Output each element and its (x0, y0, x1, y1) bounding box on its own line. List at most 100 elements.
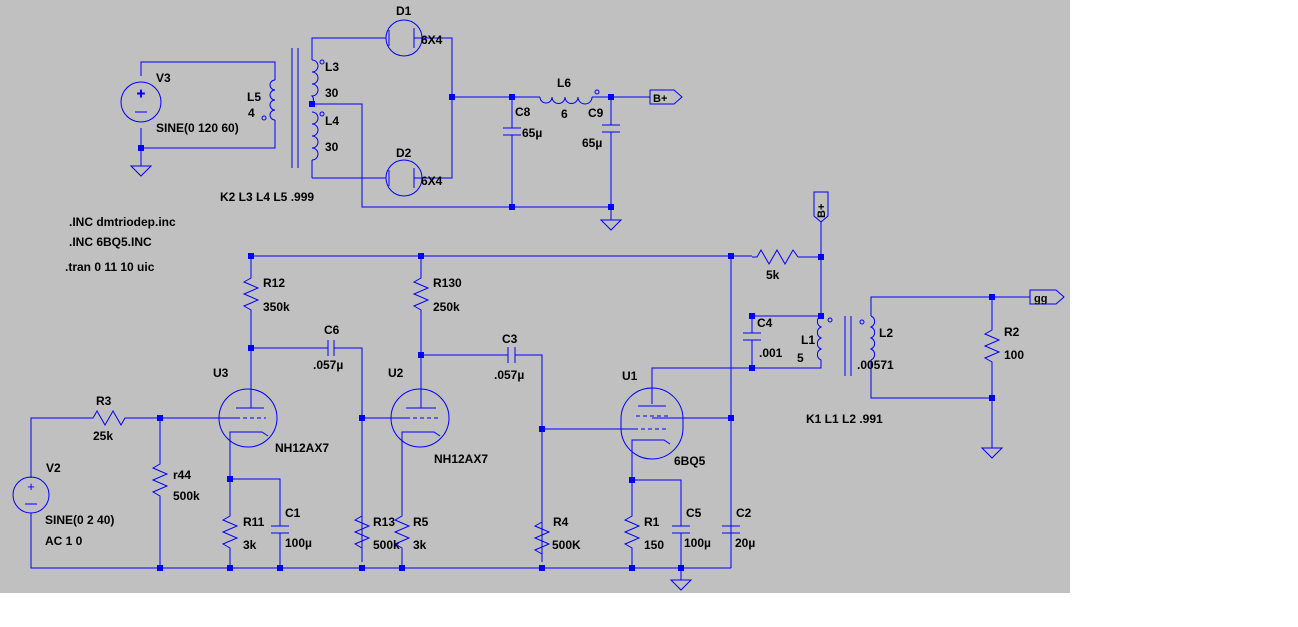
resistor-r44[interactable]: r44 500k (151, 458, 200, 506)
v3-source[interactable]: + V3 SINE(0 120 60) (120, 71, 239, 135)
u1-model: 6BQ5 (674, 454, 706, 468)
r13-value: 500k (373, 538, 400, 552)
r13-name: R13 (373, 515, 395, 529)
diode-d1[interactable]: D1 6X4 (385, 4, 443, 57)
junction-dot (749, 365, 755, 371)
capacitor-c5[interactable]: C5 100µ (672, 506, 711, 550)
junction-dot (277, 565, 283, 571)
directive-k1[interactable]: K1 L1 L2 .991 (806, 412, 883, 426)
r3-value: 25k (93, 429, 113, 443)
junction-dot (418, 253, 424, 259)
r11-name: R11 (243, 515, 265, 529)
tube-u3[interactable]: U3 NH12AX7 (213, 366, 329, 455)
capacitor-c4[interactable]: C4 .001 (743, 316, 783, 360)
junction-dot (608, 204, 614, 210)
junction-dot (539, 565, 545, 571)
junction-dot (138, 145, 144, 151)
net-flag-gg[interactable]: gg (1029, 289, 1065, 305)
directive-inc2[interactable]: .INC 6BQ5.INC (69, 235, 152, 249)
r12-value: 350k (263, 300, 290, 314)
junction-dot (359, 565, 365, 571)
r5-name: R5 (413, 515, 429, 529)
v2-name: V2 (46, 461, 61, 475)
r5-value: 3k (413, 538, 427, 552)
v2-value: SINE(0 2 40) (45, 513, 114, 527)
capacitor-c1[interactable]: C1 100µ (271, 506, 312, 550)
u1-name: U1 (622, 369, 638, 383)
capacitor-c2[interactable]: C2 20µ (722, 506, 755, 550)
resistor-r3[interactable]: R3 25k (87, 394, 127, 443)
l6-value: 6 (561, 107, 568, 121)
d1-name: D1 (396, 4, 412, 18)
c6-value: .057µ (313, 358, 343, 372)
resistor-r4[interactable]: R4 500K (533, 515, 581, 562)
v3-value: SINE(0 120 60) (156, 121, 239, 135)
c1-name: C1 (285, 506, 301, 520)
l5-value: 4 (248, 106, 255, 120)
tube-u1[interactable]: U1 6BQ5 (620, 369, 706, 468)
l1-value: 5 (797, 351, 804, 365)
junction-dot (509, 94, 515, 100)
wires (30, 37, 1030, 580)
junction-dot (449, 94, 455, 100)
directive-inc1[interactable]: .INC dmtriodep.inc (69, 215, 176, 229)
junction-dot (157, 415, 163, 421)
diode-d2[interactable]: D2 6X4 (385, 146, 443, 197)
capacitor-c8[interactable]: C8 65µ (503, 105, 542, 140)
r12-name: R12 (263, 276, 285, 290)
net-flag-bplus-vertical[interactable]: B+ (813, 191, 829, 223)
ground-filter (599, 219, 623, 231)
l3-name: L3 (325, 60, 339, 74)
junction-dot (728, 253, 734, 259)
resistor-r2[interactable]: R2 100 (983, 324, 1024, 366)
junction-dot (749, 313, 755, 319)
d2-model: 6X4 (421, 174, 443, 188)
junction-dot (227, 565, 233, 571)
c8-value: 65µ (522, 126, 542, 140)
ground-main (669, 579, 693, 591)
junction-dot (678, 565, 684, 571)
r130-value: 250k (433, 300, 460, 314)
svg-text:+: + (27, 479, 35, 494)
tube-u2[interactable]: U2 NH12AX7 (388, 366, 488, 466)
power-transformer[interactable]: L5 4 L3 30 L4 30 (247, 48, 339, 168)
svg-text:+: + (137, 85, 145, 101)
resistor-r13[interactable]: R13 500k (353, 510, 400, 555)
r130-name: R130 (433, 276, 462, 290)
r1-name: R1 (644, 515, 660, 529)
c2-name: C2 (736, 506, 752, 520)
gg-flag-label: gg (1034, 293, 1047, 305)
c3-value: .057µ (494, 368, 524, 382)
junction-dot (989, 395, 995, 401)
output-transformer[interactable]: L1 5 L2 .00571 (797, 315, 894, 376)
c8-name: C8 (515, 105, 531, 119)
junction-dot (989, 294, 995, 300)
r4-value: 500K (552, 538, 581, 552)
r44-value: 500k (173, 489, 200, 503)
junction-dot (418, 352, 424, 358)
r2-name: R2 (1004, 325, 1020, 339)
c9-name: C9 (588, 106, 604, 120)
r2-value: 100 (1004, 348, 1024, 362)
resistor-r11[interactable]: R11 3k (221, 510, 265, 555)
directive-k2[interactable]: K2 L3 L4 L5 .999 (220, 190, 314, 204)
junction-dot (157, 565, 163, 571)
resistor-r1[interactable]: R1 150 (623, 510, 664, 568)
v2-source[interactable]: + V2 SINE(0 2 40) AC 1 0 (12, 461, 114, 548)
resistor-r5[interactable]: R5 3k (393, 510, 429, 555)
capacitor-c3[interactable]: C3 .057µ (494, 332, 524, 382)
c5-name: C5 (686, 506, 702, 520)
capacitor-c6[interactable]: C6 .057µ (313, 323, 343, 372)
directive-tran[interactable]: .tran 0 11 10 uic (65, 260, 155, 274)
d1-model: 6X4 (421, 33, 443, 47)
capacitor-c9[interactable]: C9 65µ (582, 106, 620, 150)
net-flag-bplus[interactable]: B+ (649, 89, 683, 105)
resistor-5k[interactable]: 5k (752, 248, 799, 282)
c3-name: C3 (502, 332, 518, 346)
u3-name: U3 (213, 366, 229, 380)
resistor-r12[interactable]: R12 350k (242, 272, 290, 316)
resistor-r130[interactable]: R130 250k (412, 272, 462, 316)
d2-name: D2 (396, 146, 412, 160)
inductor-l6[interactable]: L6 6 (539, 76, 600, 121)
